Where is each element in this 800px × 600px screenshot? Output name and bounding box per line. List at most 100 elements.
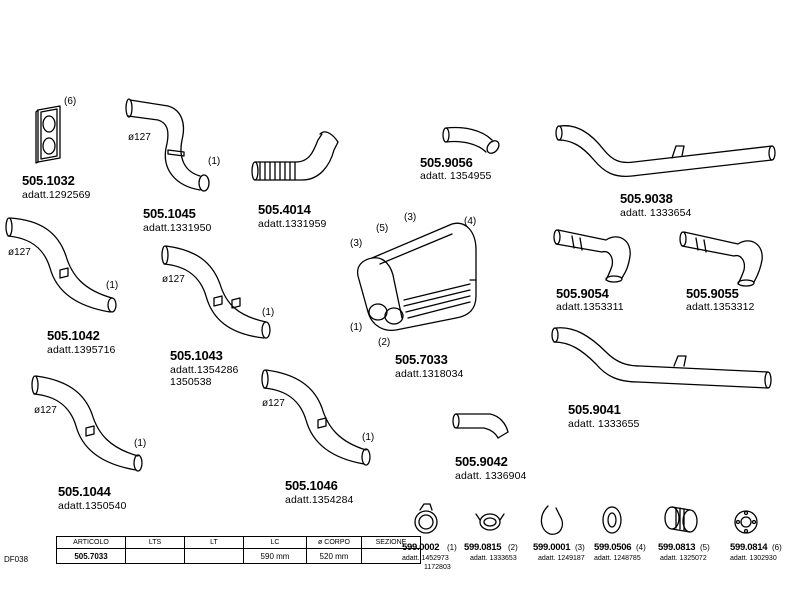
part-code-599-0002: 599.0002 (402, 542, 440, 553)
qty-label: (1) (262, 307, 275, 318)
part-code-505-9055: 505.9055 (686, 286, 739, 301)
footer-code: DF038 (4, 555, 29, 564)
pipe-505-9055 (679, 231, 763, 287)
callout-label: (2) (378, 337, 391, 348)
pipe-505-1045 (125, 98, 210, 192)
qty-label: (1) (447, 543, 457, 552)
qty-label: (2) (508, 543, 518, 552)
sleeve-599-0813 (664, 506, 698, 533)
flex-pipe-505-4014 (251, 131, 339, 181)
adatt-label: adatt.1331959 (258, 218, 327, 230)
elbow-505-9056 (442, 126, 500, 154)
qty-label: (5) (700, 543, 710, 552)
part-code-599-0814: 599.0814 (730, 542, 768, 553)
diameter-label: ø127 (128, 132, 151, 143)
part-code-505-1042: 505.1042 (47, 328, 100, 343)
adatt-label: adatt.1354286 (170, 364, 239, 376)
table-cell: 520 mm (306, 548, 362, 564)
diameter-label: ø127 (162, 274, 185, 285)
clamp-599-0002 (414, 503, 438, 534)
part-code-505-9054: 505.9054 (556, 286, 609, 301)
adatt-label-2: 1350538 (170, 376, 212, 388)
part-code-599-0815: 599.0815 (464, 542, 502, 553)
pipe-505-9054 (553, 229, 631, 283)
part-code-505-9041: 505.9041 (568, 402, 621, 417)
silencer-505-7033 (356, 222, 477, 332)
adatt-label-2: 1172803 (424, 564, 451, 571)
adatt-label: adatt.1331950 (143, 222, 212, 234)
table-header: LTS (125, 536, 185, 549)
part-code-505-1045: 505.1045 (143, 206, 196, 221)
diameter-label: ø127 (34, 405, 57, 416)
pipe-505-1044 (31, 375, 143, 472)
pipe-505-1046 (261, 369, 371, 466)
qty-label: (6) (772, 543, 782, 552)
adatt-label: adatt. 1302930 (730, 555, 777, 562)
part-code-599-0001: 599.0001 (533, 542, 571, 553)
adatt-label: adatt.1318034 (395, 368, 464, 380)
part-code-505-1043: 505.1043 (170, 348, 223, 363)
part-code-505-1032: 505.1032 (22, 173, 75, 188)
clip-599-0001 (540, 505, 564, 535)
adatt-label: adatt.1353311 (556, 301, 624, 313)
part-code-505-9042: 505.9042 (455, 454, 508, 469)
callout-label: (4) (464, 216, 477, 227)
adatt-label: adatt. 1354955 (420, 170, 492, 182)
adatt-label: adatt. 1333654 (620, 207, 692, 219)
callout-label: (1) (350, 322, 363, 333)
table-header: SEZIONE (361, 536, 421, 549)
qty-label: (3) (575, 543, 585, 552)
callout-label: (3) (350, 238, 363, 249)
part-code-505-1044: 505.1044 (58, 484, 111, 499)
pipe-505-9038 (555, 125, 776, 178)
gasket-599-0814 (734, 510, 758, 534)
table-header: LC (243, 536, 307, 549)
qty-label: (1) (106, 280, 119, 291)
table-header: ø CORPO (306, 536, 362, 549)
adatt-label: adatt.1395716 (47, 344, 116, 356)
table-cell (184, 548, 244, 564)
part-code-505-9038: 505.9038 (620, 191, 673, 206)
qty-label: (6) (64, 96, 77, 107)
table-header: ARTICOLO (56, 536, 126, 549)
flange-gasket-505-1032 (35, 105, 61, 164)
qty-label: (4) (636, 543, 646, 552)
adatt-label: adatt. 1336904 (455, 470, 527, 482)
spec-table: ARTICOLO LTS LT LC ø CORPO SEZIONE 505.7… (56, 536, 421, 564)
adatt-label: adatt. 1333653 (470, 555, 517, 562)
table-row: 505.7033 590 mm 520 mm (56, 548, 421, 564)
table-cell (361, 548, 421, 564)
callout-label: (5) (376, 223, 389, 234)
part-code-505-4014: 505.4014 (258, 202, 311, 217)
table-cell: 590 mm (243, 548, 307, 564)
table-header: LT (184, 536, 244, 549)
table-cell (125, 548, 185, 564)
clamp-599-0815 (475, 513, 505, 531)
adatt-label: adatt.1350540 (58, 500, 127, 512)
diameter-label: ø127 (8, 247, 31, 258)
adatt-label: adatt.1354284 (285, 494, 354, 506)
part-code-599-0813: 599.0813 (658, 542, 696, 553)
pipe-505-9041 (551, 327, 772, 389)
qty-label: (1) (134, 438, 147, 449)
pipe-505-9042 (452, 413, 509, 439)
table-header-row: ARTICOLO LTS LT LC ø CORPO SEZIONE (56, 536, 421, 549)
pipe-505-1043 (161, 245, 271, 339)
adatt-label: adatt.1353312 (686, 301, 755, 313)
callout-label: (3) (404, 212, 417, 223)
adatt-label: adatt. 1452973 (402, 555, 449, 562)
adatt-label: adatt. 1248785 (594, 555, 641, 562)
adatt-label: adatt.1292569 (22, 189, 91, 201)
part-code-599-0506: 599.0506 (594, 542, 632, 553)
part-code-505-1046: 505.1046 (285, 478, 338, 493)
part-code-505-9056: 505.9056 (420, 155, 473, 170)
qty-label: (1) (362, 432, 375, 443)
adatt-label: adatt. 1325072 (660, 555, 707, 562)
pipe-505-1042 (5, 217, 117, 313)
adatt-label: adatt. 1249187 (538, 555, 585, 562)
gasket-599-0506 (602, 506, 622, 534)
part-code-505-7033: 505.7033 (395, 352, 448, 367)
diameter-label: ø127 (262, 398, 285, 409)
table-cell: 505.7033 (56, 548, 126, 564)
